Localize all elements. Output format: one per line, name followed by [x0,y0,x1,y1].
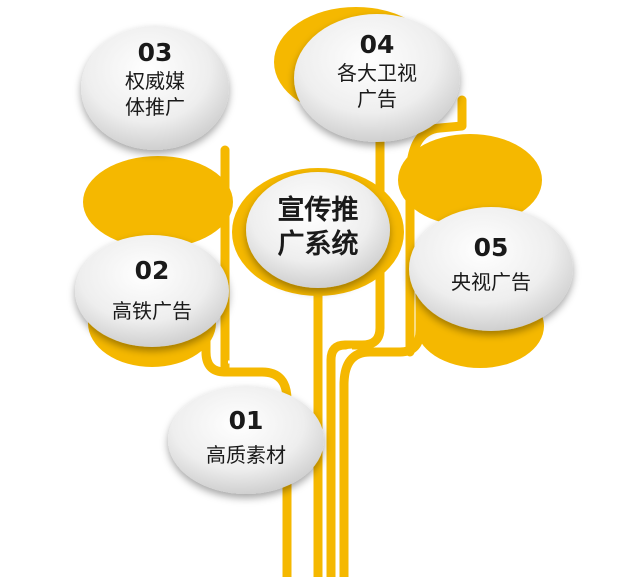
bubble-05 [409,207,573,331]
center-title-line2: 广系统 [277,229,359,260]
leaf-left-mid [83,156,233,248]
bubbles [75,14,573,494]
center-title: 宣传推 广系统 [258,194,378,262]
center-title-line1: 宣传推 [277,195,359,226]
node-05: 05 央视广告 [421,233,561,295]
node-03-line2: 体推广 [125,95,185,119]
node-04-line2: 广告 [357,87,397,111]
trunk-left [201,295,292,577]
node-03-line1: 权威媒 [125,69,185,93]
bubble-01 [168,386,324,494]
node-03-number: 03 [137,38,173,67]
node-04: 04 各大卫视 广告 [307,30,447,112]
node-04-number: 04 [359,30,395,59]
node-02: 02 高铁广告 [87,256,217,324]
trunk-right [339,285,425,577]
bubble-02 [75,235,229,347]
branch-04 [405,95,467,357]
branches [201,95,467,577]
highlight-left [228,360,298,577]
node-01-number: 01 [228,406,264,435]
branch-highlights [228,348,353,577]
node-05-number: 05 [473,233,509,262]
highlight-right [335,348,353,577]
node-05-line1: 央视广告 [451,270,531,294]
leaf-right-mid [398,134,542,226]
trunk-right-2 [326,115,385,577]
node-02-number: 02 [134,256,170,285]
bubble-03 [81,26,229,150]
node-02-line1: 高铁广告 [112,299,192,323]
node-01-line1: 高质素材 [206,443,286,467]
bubble-center [246,172,390,288]
bubble-04 [294,14,460,142]
node-01: 01 高质素材 [181,406,311,468]
node-03: 03 权威媒 体推广 [90,38,220,120]
node-04-line1: 各大卫视 [337,61,417,85]
